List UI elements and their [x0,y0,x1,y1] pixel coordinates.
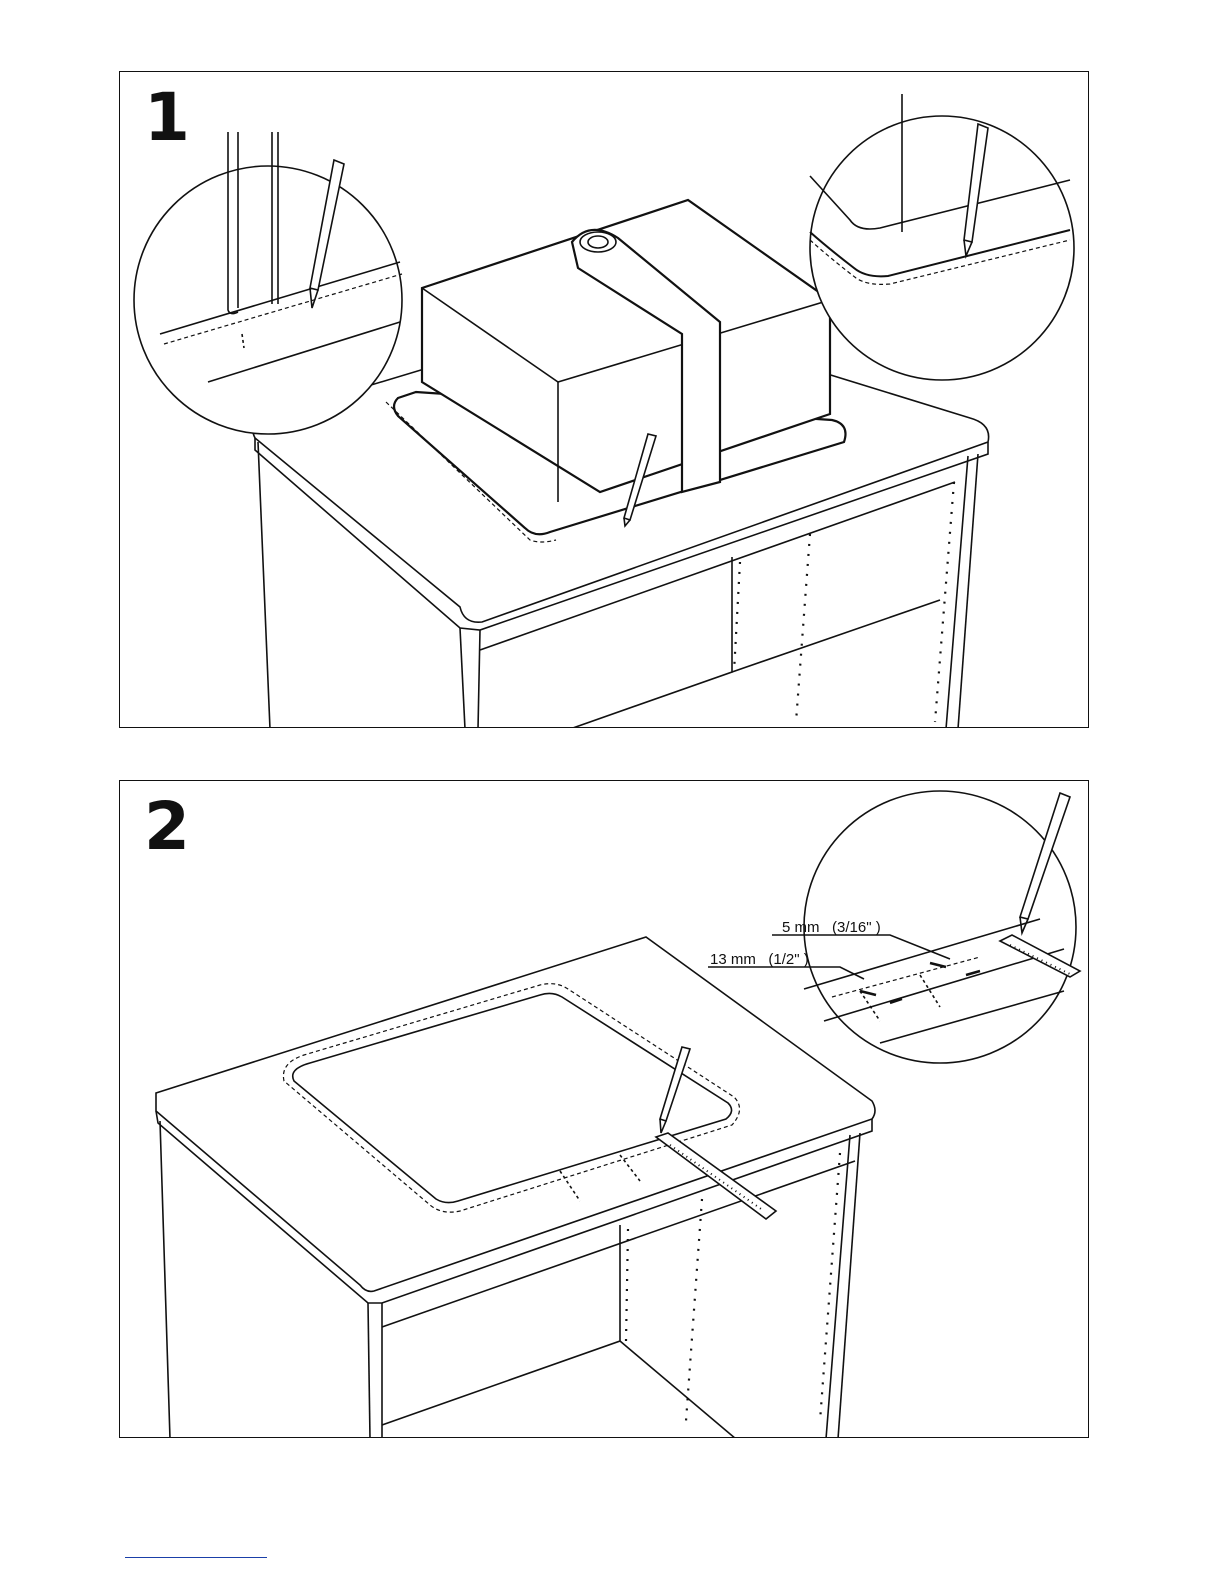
step-2-illustration [120,781,1089,1438]
step-1-illustration [120,72,1089,728]
dimension-label-large: 13 mm (1/2" ) [710,951,809,968]
step-1-panel: 1 [119,71,1089,728]
step-2-panel: 2 [119,780,1089,1438]
footer-rule [125,1557,267,1558]
cabinet-drawing [156,937,875,1438]
dimension-label-small: 5 mm (3/16" ) [782,919,881,936]
detail-circle-left [134,132,402,434]
detail-circle-right [810,94,1074,380]
